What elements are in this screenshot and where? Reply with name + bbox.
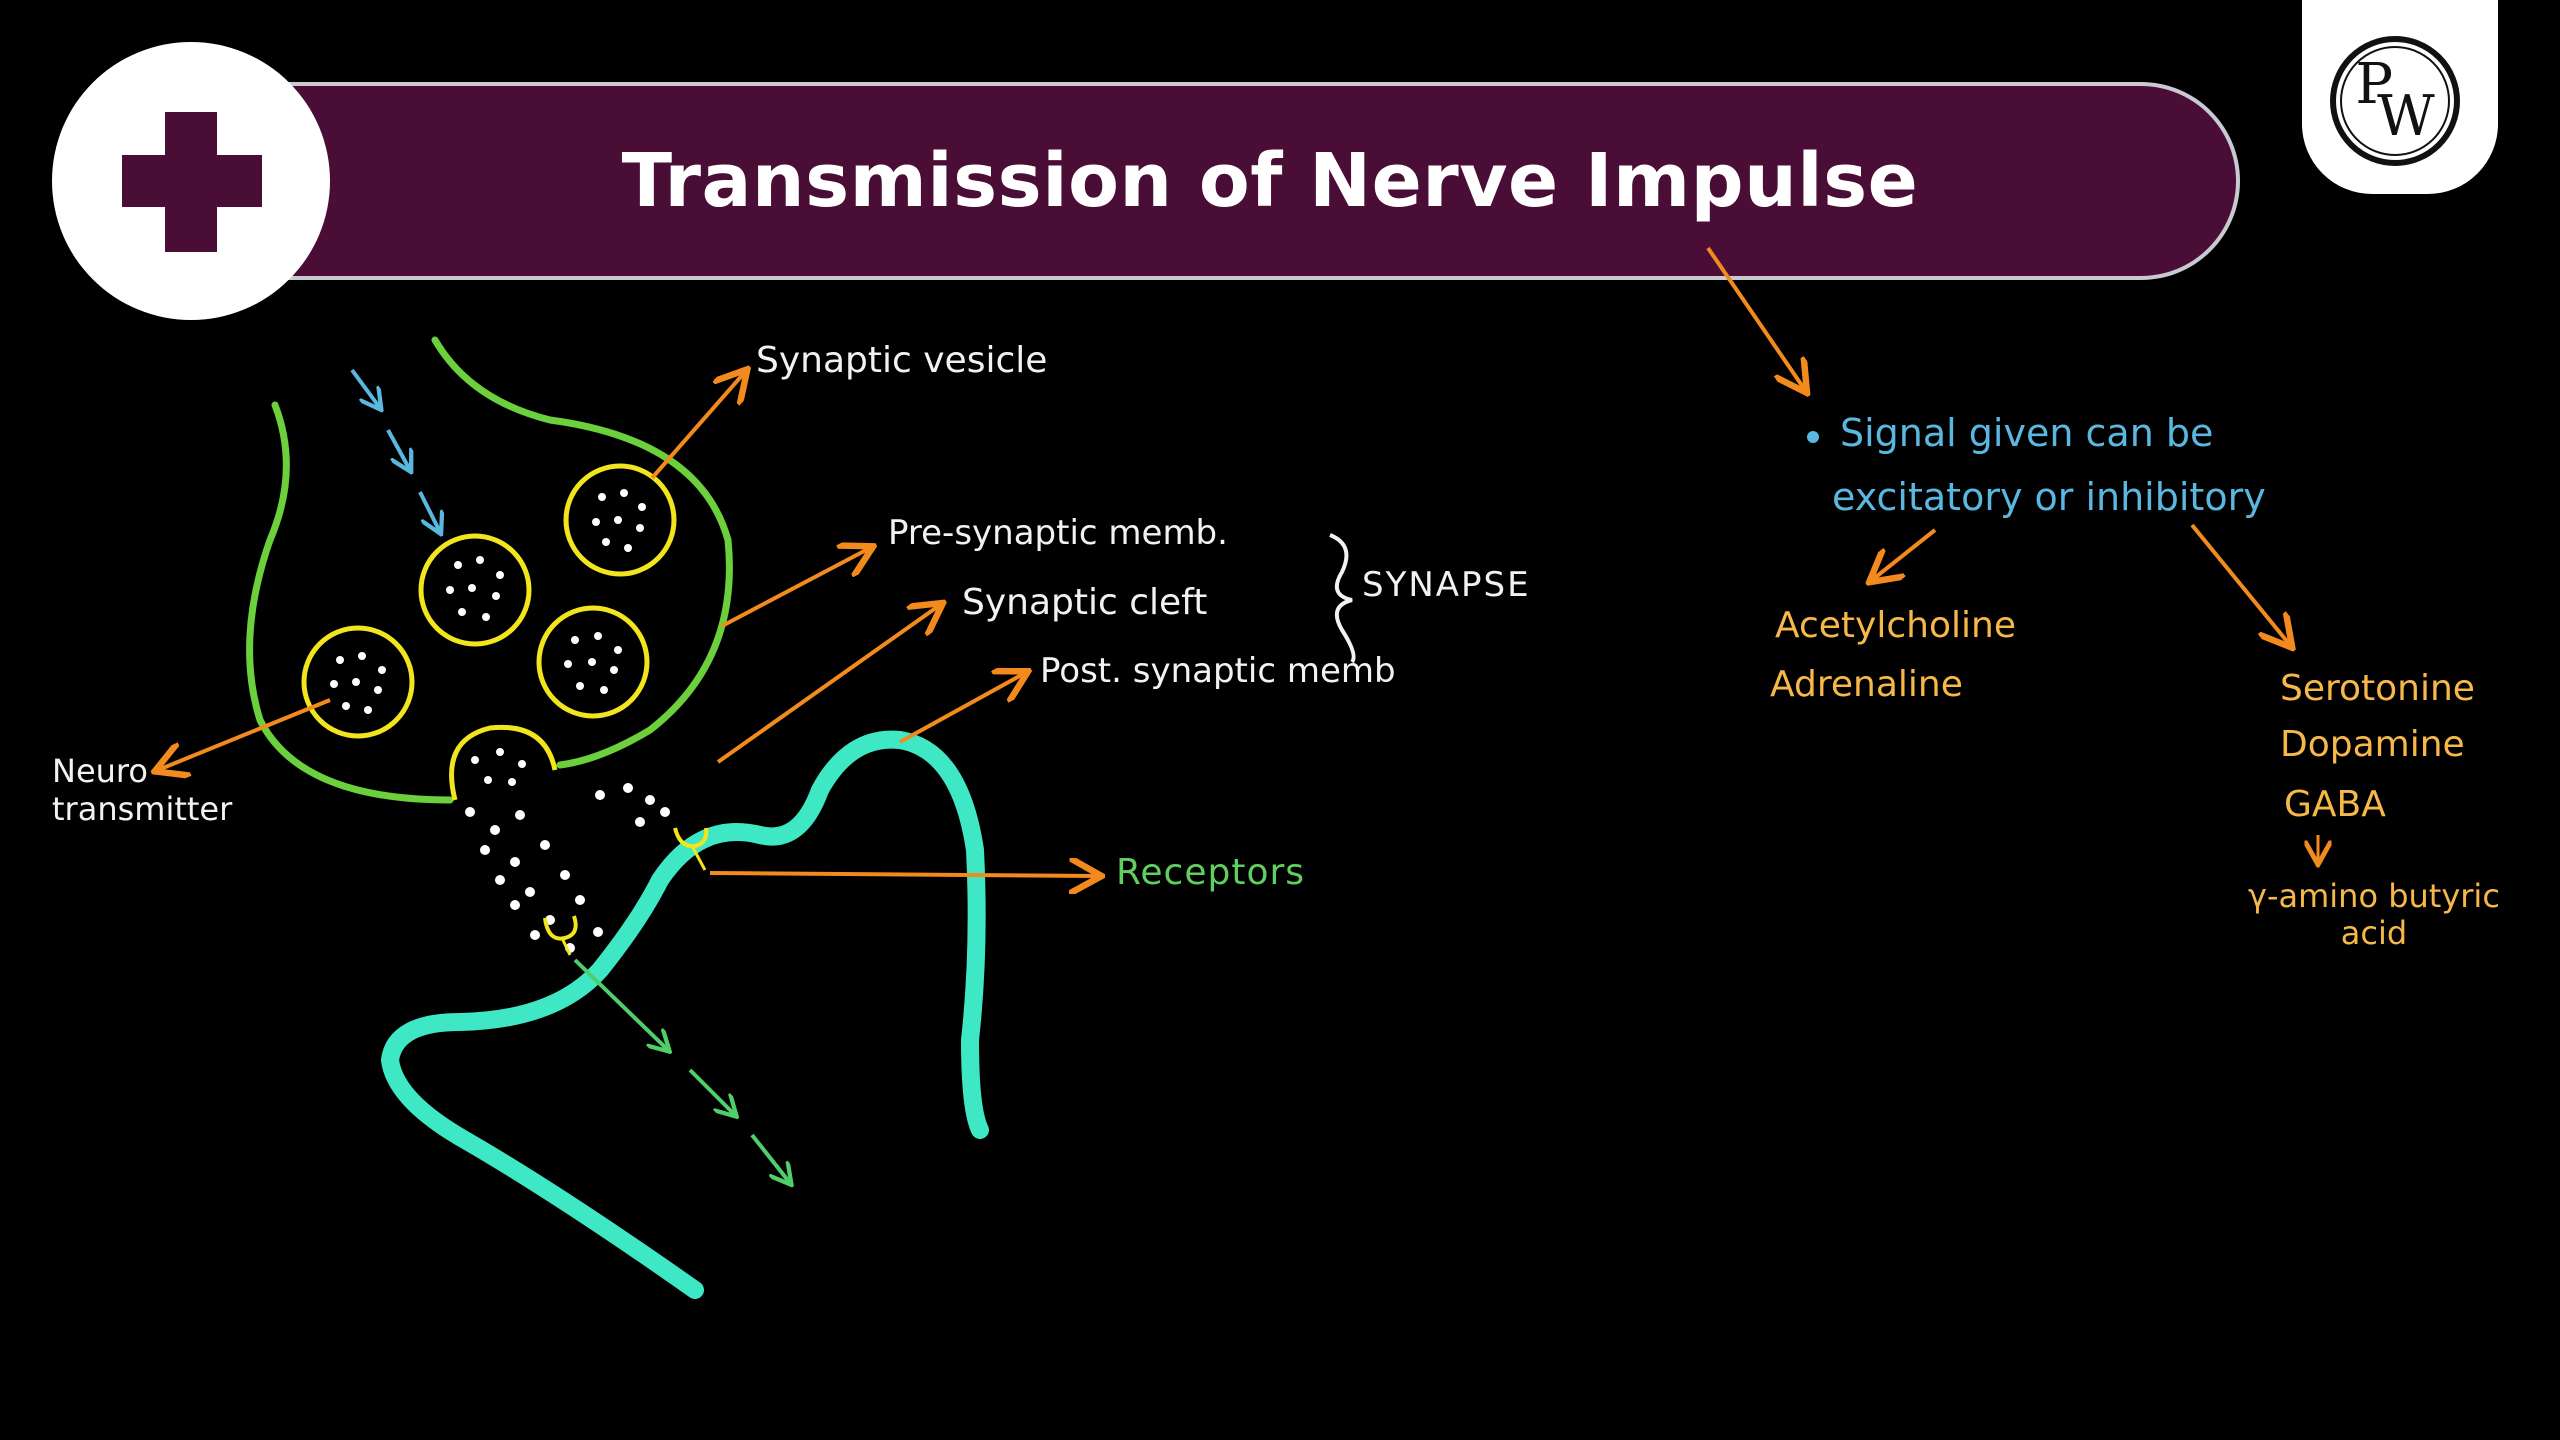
label-neurotransmitter-line2: transmitter bbox=[52, 790, 233, 829]
pw-logo-letter-p: P bbox=[2355, 52, 2394, 117]
vesicle-fusing bbox=[449, 724, 558, 801]
receptor-2-stem bbox=[560, 937, 572, 956]
outgoing-impulse-arrow-2 bbox=[688, 1068, 735, 1115]
receptor-1-stem bbox=[690, 845, 707, 871]
vesicle-3 bbox=[536, 605, 650, 719]
vesicle-1 bbox=[563, 463, 677, 577]
presynaptic-membrane-right bbox=[431, 336, 733, 769]
gaba-expansion-line2: acid bbox=[2340, 913, 2408, 952]
arrow-neurotransmitter bbox=[158, 698, 331, 770]
label-post-synaptic: Post. synaptic memb bbox=[1040, 651, 1396, 691]
page-title: Transmission of Nerve Impulse bbox=[621, 138, 1919, 224]
plus-icon-horizontal bbox=[122, 155, 262, 207]
label-synaptic-vesicle: Synaptic vesicle bbox=[756, 340, 1048, 381]
inhibitory-item-3: GABA bbox=[2284, 784, 2386, 825]
label-neurotransmitter-line1: Neuro bbox=[52, 752, 148, 790]
neurotransmitter-release bbox=[465, 783, 670, 953]
plus-badge bbox=[52, 42, 330, 320]
arrow-post-synaptic bbox=[899, 673, 1025, 744]
receptor-2 bbox=[543, 915, 578, 941]
title-pointer-arrow bbox=[1706, 246, 1805, 390]
arrow-excitatory bbox=[1872, 528, 1937, 580]
outgoing-impulse-arrow-1 bbox=[573, 958, 668, 1050]
vesicle-4 bbox=[301, 625, 415, 739]
arrow-synaptic-cleft bbox=[716, 605, 940, 764]
impulse-arrow-3 bbox=[418, 491, 440, 532]
pw-logo-letter-w: W bbox=[2377, 84, 2435, 149]
inhibitory-item-1: Serotonine bbox=[2280, 668, 2475, 709]
impulse-arrow-1 bbox=[350, 368, 380, 408]
title-banner bbox=[220, 82, 2240, 280]
outgoing-impulse-arrow-3 bbox=[750, 1133, 790, 1183]
pw-logo-ring bbox=[2330, 36, 2460, 166]
presynaptic-membrane-left bbox=[246, 401, 454, 804]
impulse-arrow-2 bbox=[386, 429, 410, 470]
pw-logo-inner-ring bbox=[2340, 46, 2450, 156]
label-pre-synaptic: Pre-synaptic memb. bbox=[888, 513, 1228, 553]
arrow-inhibitory bbox=[2190, 523, 2290, 645]
excitatory-item-2: Adrenaline bbox=[1770, 664, 1963, 705]
note-signal-line2: excitatory or inhibitory bbox=[1832, 475, 2266, 519]
signal-bullet bbox=[1807, 431, 1819, 443]
excitatory-item-1: Acetylcholine bbox=[1775, 605, 2016, 646]
label-synapse: SYNAPSE bbox=[1362, 565, 1531, 605]
arrow-pre-synaptic bbox=[721, 548, 870, 628]
arrow-receptors bbox=[709, 873, 1098, 876]
gaba-expansion-line1: γ-amino butyric bbox=[2248, 877, 2500, 915]
arrow-synaptic-vesicle bbox=[650, 372, 745, 480]
label-synaptic-cleft: Synaptic cleft bbox=[962, 582, 1208, 623]
note-signal-line1: Signal given can be bbox=[1840, 411, 2214, 455]
label-receptors: Receptors bbox=[1116, 852, 1306, 893]
vesicle-2 bbox=[418, 533, 532, 647]
gaba-expansion: γ-amino butyric acid bbox=[2248, 878, 2500, 952]
inhibitory-item-2: Dopamine bbox=[2280, 724, 2465, 765]
synapse-brace bbox=[1329, 533, 1356, 664]
postsynaptic-membrane bbox=[381, 730, 989, 1299]
label-neurotransmitter: Neuro transmitter bbox=[52, 752, 232, 829]
receptor-1 bbox=[673, 827, 709, 849]
